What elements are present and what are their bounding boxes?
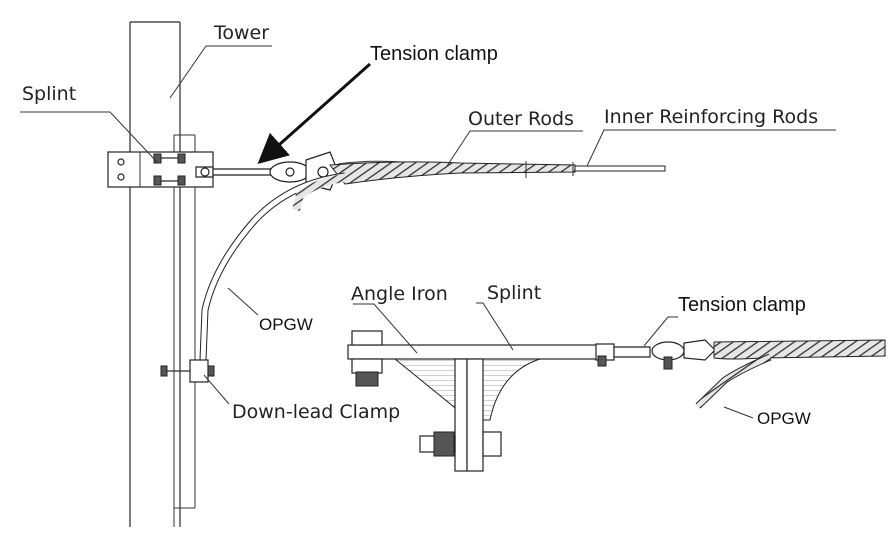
label-opgw-left: OPGW bbox=[259, 315, 313, 334]
tower-structure bbox=[129, 21, 196, 527]
labels: Tower Splint Tension clamp Outer Rods In… bbox=[22, 22, 818, 428]
label-tension-clamp-top: Tension clamp bbox=[370, 43, 498, 65]
rod-assembly-top bbox=[329, 161, 666, 185]
label-angle-iron: Angle Iron bbox=[351, 283, 448, 305]
down-lead-clamp bbox=[160, 359, 215, 383]
label-opgw-right: OPGW bbox=[757, 409, 811, 428]
label-inner-reinforcing-rods: Inner Reinforcing Rods bbox=[604, 106, 818, 128]
label-tension-clamp-bottom: Tension clamp bbox=[678, 294, 806, 316]
opgw-cable-left bbox=[199, 172, 351, 380]
label-tower: Tower bbox=[213, 22, 269, 44]
angle-iron-assembly bbox=[347, 330, 599, 472]
label-down-lead-clamp: Down-lead Clamp bbox=[232, 401, 400, 423]
label-splint-right: Splint bbox=[487, 282, 541, 304]
leader-lines bbox=[20, 45, 836, 419]
opgw-cable-right bbox=[695, 353, 772, 409]
label-outer-rods: Outer Rods bbox=[468, 108, 574, 130]
tension-clamp-bottom bbox=[595, 339, 886, 370]
label-splint-left: Splint bbox=[22, 83, 76, 105]
splint-plate-left bbox=[107, 151, 214, 188]
